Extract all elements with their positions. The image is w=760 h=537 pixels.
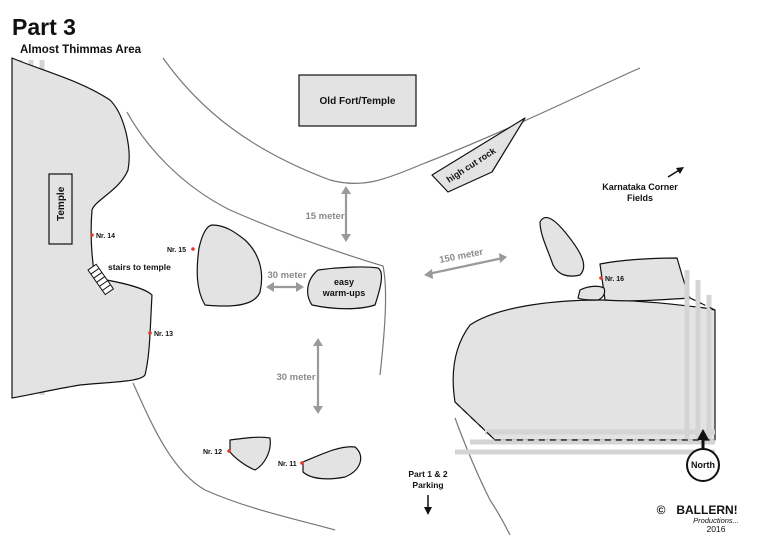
brand-sub: Productions... bbox=[693, 516, 739, 525]
parking-label-2: Parking bbox=[412, 480, 443, 490]
spot-label-15: Nr. 15 bbox=[167, 247, 186, 254]
boundary-dashes-right bbox=[689, 297, 716, 311]
spot-label-11: Nr. 11 bbox=[278, 461, 297, 468]
road-north bbox=[162, 57, 641, 185]
stairs-label: stairs to temple bbox=[108, 262, 171, 272]
right-boundary-stripes bbox=[684, 270, 712, 440]
spot-label-16: Nr. 16 bbox=[605, 276, 624, 283]
spot-label-14: Nr. 14 bbox=[96, 233, 115, 240]
distance-30-horizontal-arrow bbox=[266, 282, 304, 292]
boundary-dashes bbox=[454, 401, 715, 441]
distance-15-arrow bbox=[341, 186, 351, 242]
page-title: Part 3 bbox=[12, 14, 76, 40]
spot-marker-16 bbox=[599, 276, 603, 280]
north-label: North bbox=[691, 460, 715, 470]
easy-label-1: easy bbox=[334, 277, 354, 287]
brand-year: 2016 bbox=[707, 524, 726, 534]
road-west bbox=[126, 111, 387, 376]
bottom-right-stripes bbox=[455, 429, 715, 455]
brand-name: BALLERN! bbox=[676, 503, 737, 517]
stairs-icon bbox=[87, 263, 115, 296]
spot-marker-12 bbox=[227, 449, 231, 453]
karnataka-label-2: Fields bbox=[627, 193, 653, 203]
rock-temple-left bbox=[11, 57, 153, 399]
direction-arrow-icon bbox=[667, 167, 684, 178]
old-fort-box bbox=[298, 74, 417, 127]
copyright-symbol: © bbox=[657, 503, 666, 517]
ballern-logo: © BALLERN! Productions... 2016 bbox=[657, 503, 739, 534]
parking-arrow-icon bbox=[424, 495, 432, 515]
road-southwest bbox=[132, 382, 336, 531]
rock-high-cut bbox=[431, 117, 526, 193]
parking-label-1: Part 1 & 2 bbox=[408, 469, 447, 479]
distance-150-arrow bbox=[424, 253, 507, 279]
spot-marker-11 bbox=[300, 461, 304, 465]
spot-label-13: Nr. 13 bbox=[154, 331, 173, 338]
north-compass-icon bbox=[686, 429, 720, 482]
karnataka-label-1: Karnataka Corner bbox=[602, 182, 678, 192]
old-fort-label: Old Fort/Temple bbox=[320, 96, 396, 107]
rock-pointed bbox=[539, 217, 585, 277]
spot-marker-15 bbox=[191, 247, 195, 251]
distance-30-vertical-arrow bbox=[313, 338, 323, 414]
rock-nr-12 bbox=[229, 436, 271, 471]
rock-nr-11 bbox=[302, 446, 362, 480]
rock-right-large bbox=[452, 299, 716, 441]
distance-30a-label: 30 meter bbox=[267, 270, 306, 281]
area-subtitle: Almost Thimmas Area bbox=[20, 44, 142, 56]
temple-label: Temple bbox=[56, 186, 67, 221]
temple-box bbox=[48, 173, 73, 245]
spot-label-12: Nr. 12 bbox=[203, 449, 222, 456]
easy-label-2: warm-ups bbox=[322, 288, 366, 298]
spot-marker-14 bbox=[90, 233, 94, 237]
distance-15-label: 15 meter bbox=[305, 211, 344, 222]
rock-easy-warmups bbox=[307, 266, 383, 310]
rock-nr-15 bbox=[196, 224, 263, 307]
distance-30b-label: 30 meter bbox=[276, 372, 315, 383]
rock-nr-16-small bbox=[577, 285, 606, 301]
spot-marker-13 bbox=[148, 331, 152, 335]
road-southeast bbox=[454, 417, 511, 536]
